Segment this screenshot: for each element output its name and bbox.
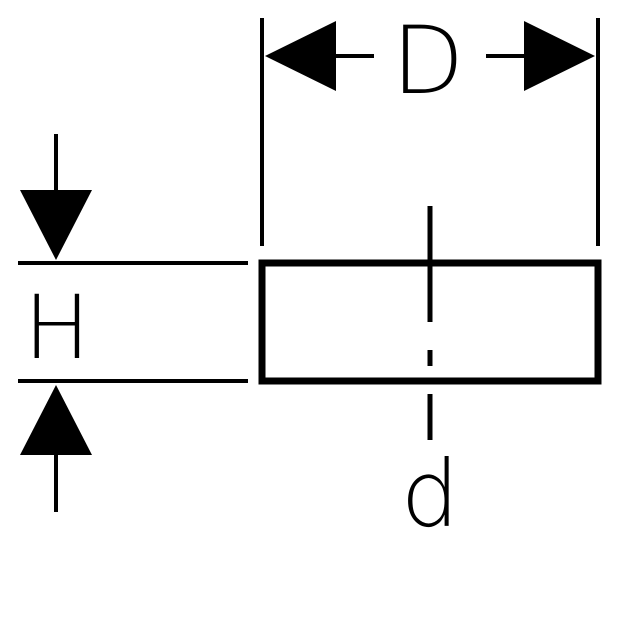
arrowhead-left-icon — [265, 21, 336, 91]
label-outer-diameter: D — [392, 7, 464, 116]
arrowhead-down-icon — [20, 190, 92, 260]
arrowhead-right-icon — [524, 21, 595, 91]
label-inner-diameter: d — [401, 441, 459, 548]
arrowhead-up-icon — [20, 385, 92, 455]
label-height: H — [24, 276, 90, 379]
height-dimension: H — [18, 134, 248, 512]
outer-diameter-dimension: D — [260, 7, 600, 246]
